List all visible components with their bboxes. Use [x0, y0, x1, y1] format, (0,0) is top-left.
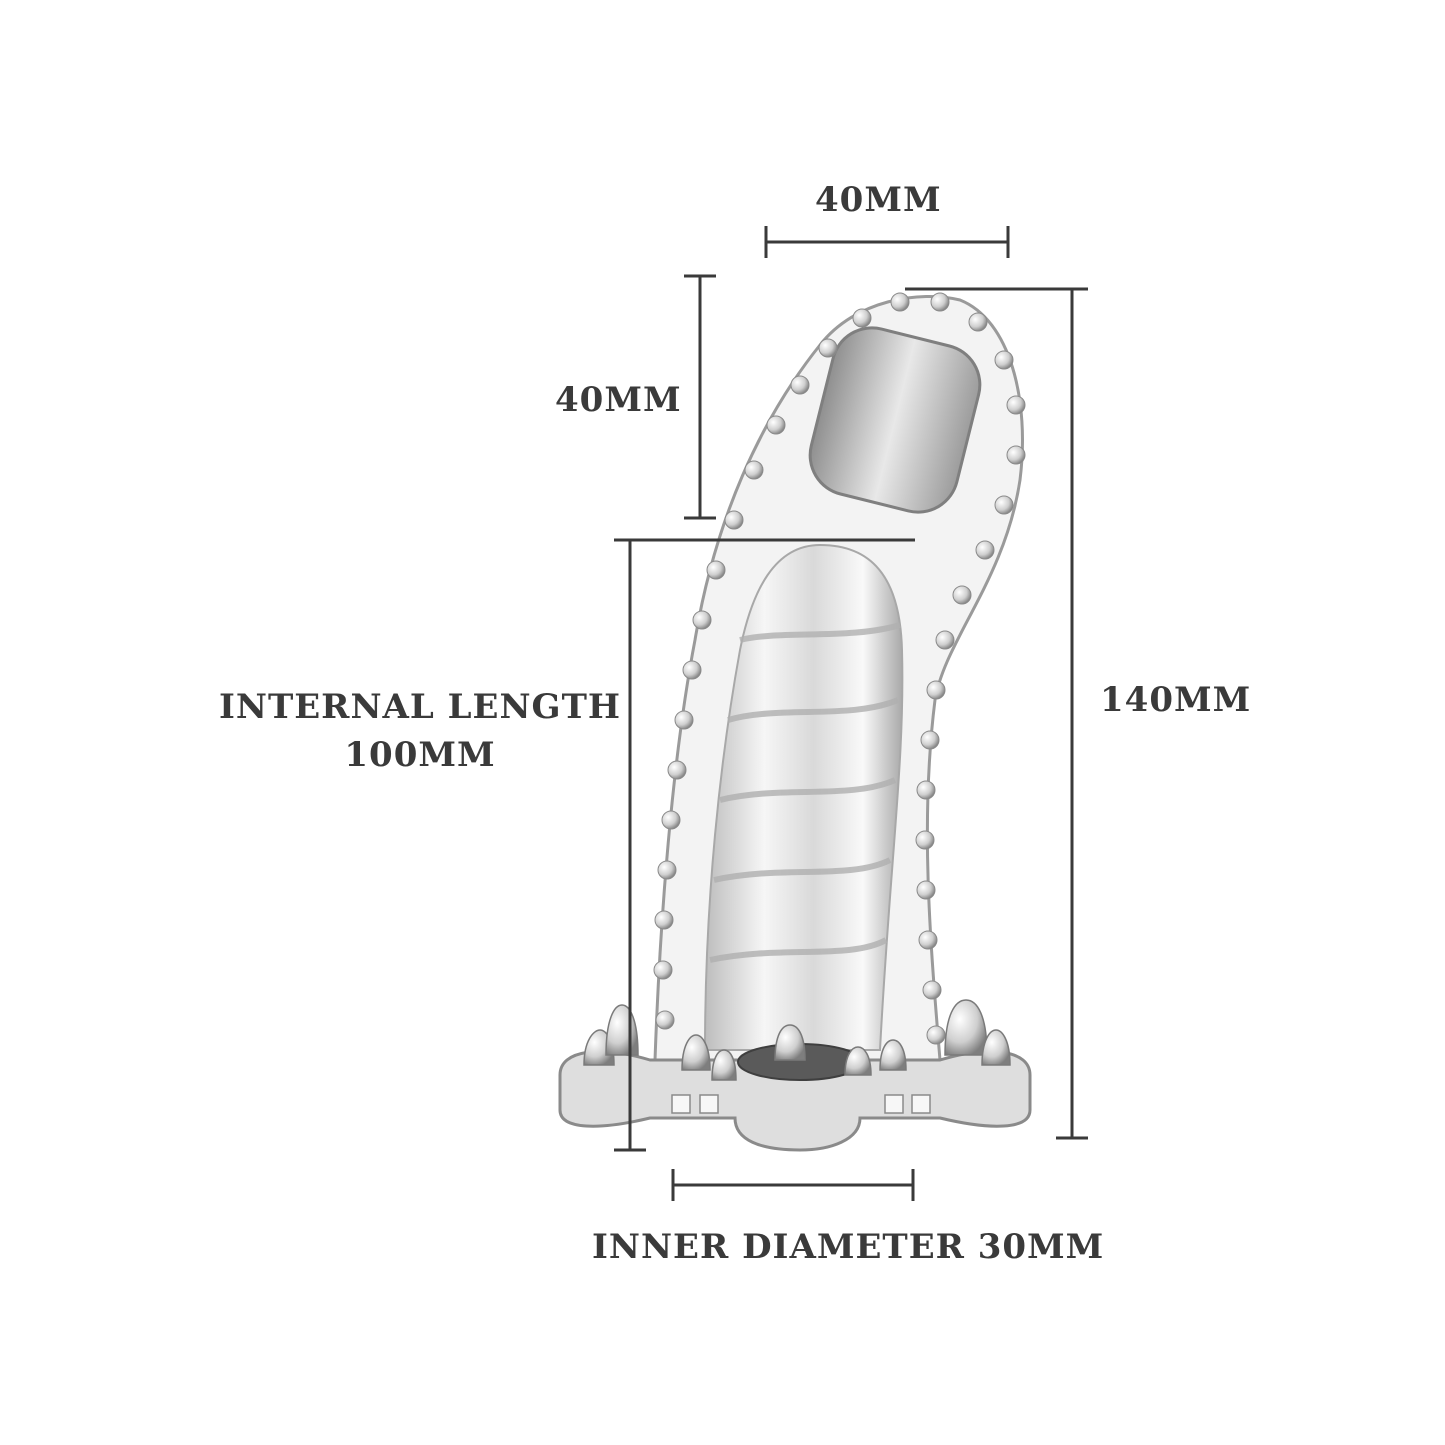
core-bands [709, 622, 901, 963]
tip-height-label: 40MM [555, 380, 682, 420]
internal-length-value: 100MM [344, 735, 496, 775]
vibrating-bullet [808, 326, 982, 514]
inner-diameter-label: INNER DIAMETER 30MM [592, 1227, 1105, 1267]
total-length-dimension-line [905, 287, 1088, 1140]
top-width-label: 40MM [815, 180, 942, 220]
tip-height-dimension-line [684, 274, 716, 520]
total-length-label: 140MM [1100, 680, 1252, 720]
internal-length-dimension-line [614, 538, 915, 1152]
dimension-lines [614, 226, 1088, 1201]
internal-length-label: INTERNAL LENGTH 100MM [200, 683, 640, 779]
edge-nubs [653, 292, 1026, 1045]
inner-diameter-dimension-line [671, 1169, 915, 1201]
base-gems [671, 1094, 931, 1114]
inner-core [703, 543, 904, 1051]
internal-length-title: INTERNAL LENGTH [218, 687, 621, 727]
top-width-dimension-line [764, 226, 1010, 258]
product-illustration [558, 292, 1032, 1152]
